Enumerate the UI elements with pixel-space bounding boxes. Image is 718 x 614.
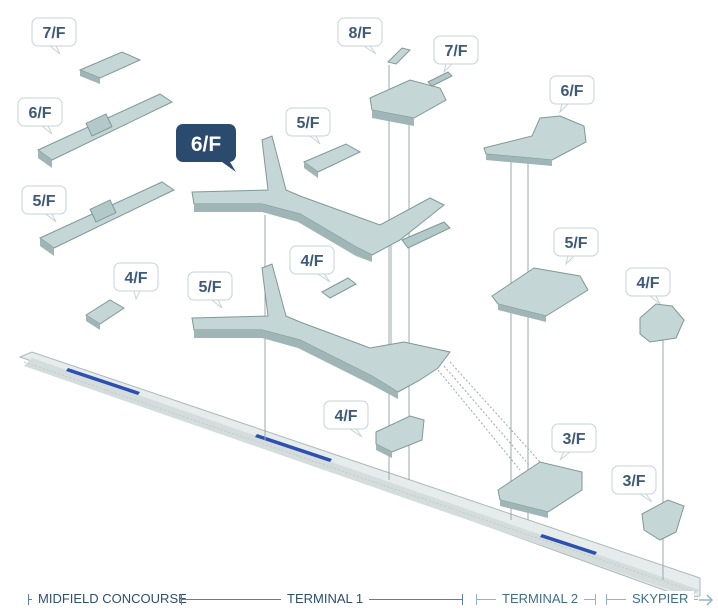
floor-tag-terminal1-6f-active[interactable]: 6/F — [176, 124, 236, 172]
zone-midfield-concourse[interactable]: MIDFIELD CONCOURSE — [28, 587, 193, 613]
floor-label: 8/F — [348, 25, 371, 42]
floor-label: 6/F — [191, 133, 222, 156]
midfield-5f-building — [39, 181, 176, 256]
floor-tag-terminal1-5f[interactable]: 5/F — [187, 271, 233, 309]
floor-label: 6/F — [560, 83, 583, 100]
floor-tag-skypier-3f[interactable]: 3/F — [611, 465, 657, 503]
terminal1-6f-building — [191, 135, 451, 262]
floor-label: 6/F — [28, 105, 51, 122]
floor-tag-midfield-4f[interactable]: 4/F — [113, 262, 159, 301]
zone-terminal-1[interactable]: TERMINAL 1 — [181, 587, 463, 613]
terminal1-8f-building — [387, 47, 411, 65]
floor-label: 4/F — [334, 408, 357, 425]
floor-tag-terminal2-6f[interactable]: 6/F — [549, 75, 595, 114]
floor-label: 7/F — [444, 43, 467, 60]
floor-label: 4/F — [124, 270, 147, 287]
zone-terminal-2[interactable]: TERMINAL 2 — [476, 587, 596, 613]
train-car — [66, 368, 140, 395]
terminal2-3f-building — [497, 461, 583, 518]
midfield-7f-building — [78, 51, 142, 84]
floor-tag-terminal1-7f[interactable]: 7/F — [433, 35, 479, 74]
zone-label: SKYPIER — [626, 591, 695, 606]
people-mover-track — [18, 351, 701, 599]
zone-label: MIDFIELD CONCOURSE — [32, 591, 193, 606]
skypier-3f-building — [641, 499, 685, 541]
floor-label: 5/F — [32, 193, 55, 210]
midfield-4f-building — [85, 299, 125, 330]
floor-label: 4/F — [636, 275, 659, 292]
train-car — [540, 534, 597, 555]
terminal1-5f-building — [191, 263, 451, 399]
floor-tag-midfield-5f[interactable]: 5/F — [21, 185, 67, 223]
floor-tag-skypier-4f[interactable]: 4/F — [625, 267, 671, 305]
zone-legend: MIDFIELD CONCOURSE TERMINAL 1 TERMINAL 2… — [0, 587, 718, 613]
zone-label: TERMINAL 1 — [281, 591, 370, 606]
floor-tag-terminal2-5f[interactable]: 5/F — [553, 227, 599, 266]
floor-tag-terminal1-8f[interactable]: 8/F — [337, 17, 383, 55]
floor-label: 5/F — [564, 235, 587, 252]
floor-tag-terminal2-3f[interactable]: 3/F — [551, 423, 597, 461]
floor-label: 3/F — [562, 431, 585, 448]
terminal2-5f-building — [491, 267, 589, 322]
zone-skypier[interactable]: SKYPIER — [606, 587, 702, 613]
terminal1-4f-lower-building — [375, 415, 425, 458]
train-car — [255, 434, 332, 462]
floor-label: 3/F — [622, 473, 645, 490]
floor-tag-midfield-7f[interactable]: 7/F — [31, 17, 77, 55]
connector-lines — [264, 65, 664, 580]
terminal1-4f-upper-building — [321, 277, 357, 299]
floor-tag-midfield-6f[interactable]: 6/F — [17, 97, 63, 135]
floor-label: 4/F — [300, 253, 323, 270]
floor-tag-terminal1-4f-upper[interactable]: 4/F — [289, 245, 335, 283]
floor-label: 7/F — [42, 25, 65, 42]
terminal2-6f-building — [483, 115, 587, 166]
zone-label: TERMINAL 2 — [496, 591, 585, 606]
skypier-4f-building — [639, 303, 685, 343]
floor-label: 5/F — [198, 279, 221, 296]
arrow-right-icon — [699, 594, 714, 606]
floor-tag-terminal1-5f-upper[interactable]: 5/F — [285, 107, 331, 145]
floor-tag-terminal1-4f-lower[interactable]: 4/F — [323, 400, 369, 438]
floor-label: 5/F — [296, 115, 319, 132]
terminal1-7f-building — [369, 71, 453, 126]
midfield-6f-building — [37, 93, 174, 168]
terminal1-5f-upper-building — [302, 143, 362, 178]
